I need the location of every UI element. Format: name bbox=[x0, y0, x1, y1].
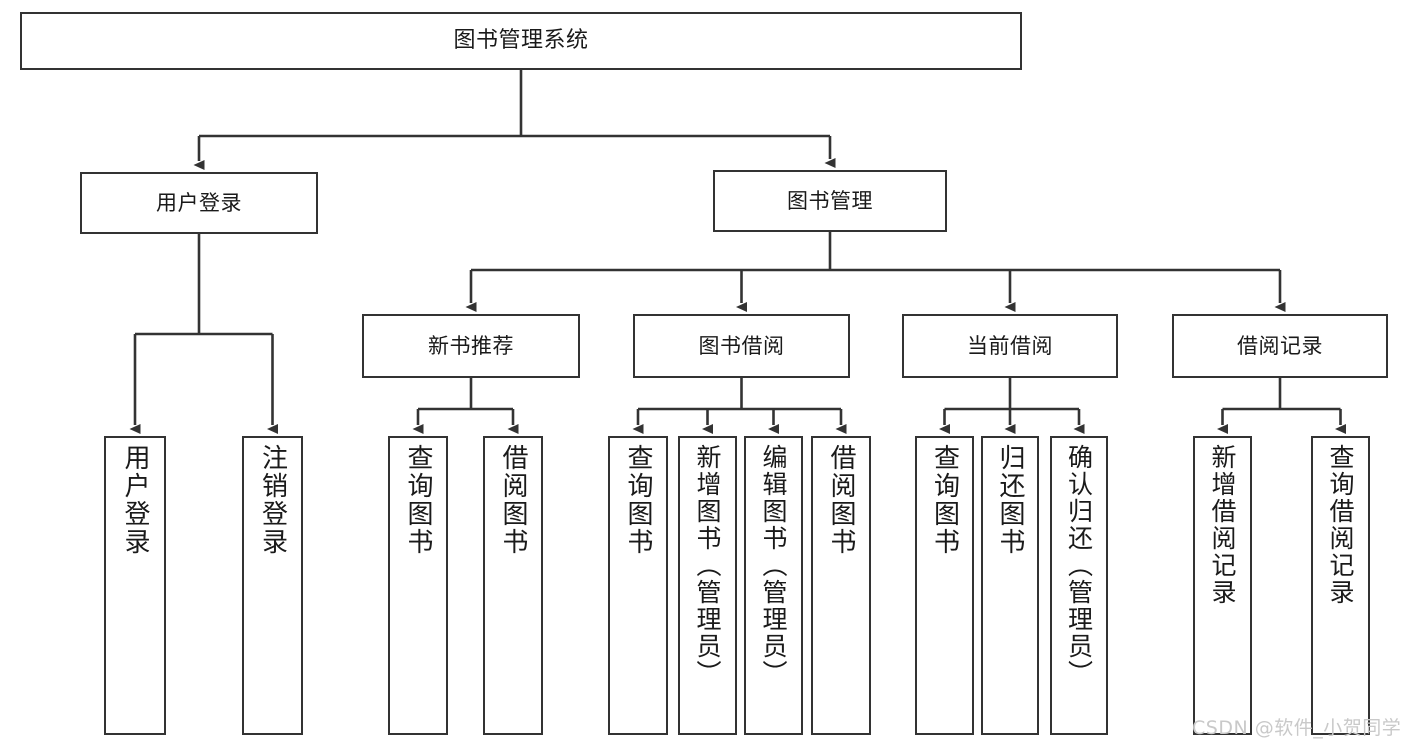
node-book-manage[interactable]: 图书管理 bbox=[713, 170, 947, 232]
node-book-manage-label: 图书管理 bbox=[787, 188, 873, 213]
node-leaf-user-login[interactable]: 用户登录 bbox=[104, 436, 166, 735]
node-leaf-logout[interactable]: 注销登录 bbox=[242, 436, 303, 735]
node-leaf-edit-book-label: 编辑图书（管理员） bbox=[759, 444, 788, 687]
node-leaf-borrow-book-b[interactable]: 借阅图书 bbox=[811, 436, 871, 735]
node-book-borrow[interactable]: 图书借阅 bbox=[633, 314, 850, 378]
node-leaf-query-book-a[interactable]: 查询图书 bbox=[388, 436, 448, 735]
node-leaf-query-book-b[interactable]: 查询图书 bbox=[608, 436, 668, 735]
node-book-borrow-label: 图书借阅 bbox=[698, 333, 785, 358]
node-leaf-query-record[interactable]: 查询借阅记录 bbox=[1311, 436, 1370, 735]
node-leaf-confirm-return[interactable]: 确认归还（管理员） bbox=[1050, 436, 1108, 735]
node-new-book-rec-label: 新书推荐 bbox=[428, 333, 514, 358]
node-leaf-add-record[interactable]: 新增借阅记录 bbox=[1193, 436, 1252, 735]
watermark: CSDN @软件_小贺同学 bbox=[1192, 717, 1402, 739]
node-user-login[interactable]: 用户登录 bbox=[80, 172, 318, 234]
node-leaf-return-book[interactable]: 归还图书 bbox=[981, 436, 1039, 735]
node-root-label: 图书管理系统 bbox=[453, 28, 589, 54]
node-new-book-rec[interactable]: 新书推荐 bbox=[362, 314, 580, 378]
node-borrow-record[interactable]: 借阅记录 bbox=[1172, 314, 1388, 378]
node-leaf-query-book-c-label: 查询图书 bbox=[929, 444, 960, 556]
node-borrow-record-label: 借阅记录 bbox=[1237, 333, 1323, 358]
node-leaf-query-book-a-label: 查询图书 bbox=[403, 444, 433, 556]
node-root[interactable]: 图书管理系统 bbox=[20, 12, 1022, 70]
node-leaf-logout-label: 注销登录 bbox=[257, 444, 288, 556]
node-leaf-add-book-label: 新增图书（管理员） bbox=[693, 444, 722, 687]
node-leaf-query-record-label: 查询借阅记录 bbox=[1326, 444, 1355, 606]
node-leaf-borrow-book-a[interactable]: 借阅图书 bbox=[483, 436, 543, 735]
node-leaf-return-book-label: 归还图书 bbox=[995, 444, 1025, 556]
node-user-login-label: 用户登录 bbox=[156, 190, 242, 215]
node-leaf-borrow-book-a-label: 借阅图书 bbox=[498, 444, 528, 556]
node-current-borrow-label: 当前借阅 bbox=[967, 333, 1053, 358]
node-leaf-edit-book[interactable]: 编辑图书（管理员） bbox=[744, 436, 803, 735]
node-current-borrow[interactable]: 当前借阅 bbox=[902, 314, 1118, 378]
node-leaf-borrow-book-b-label: 借阅图书 bbox=[826, 444, 856, 556]
node-leaf-user-login-label: 用户登录 bbox=[120, 444, 150, 556]
node-leaf-query-book-c[interactable]: 查询图书 bbox=[915, 436, 974, 735]
node-leaf-add-book[interactable]: 新增图书（管理员） bbox=[678, 436, 737, 735]
node-leaf-confirm-return-label: 确认归还（管理员） bbox=[1064, 444, 1094, 687]
node-leaf-add-record-label: 新增借阅记录 bbox=[1208, 444, 1237, 606]
node-leaf-query-book-b-label: 查询图书 bbox=[623, 444, 653, 556]
